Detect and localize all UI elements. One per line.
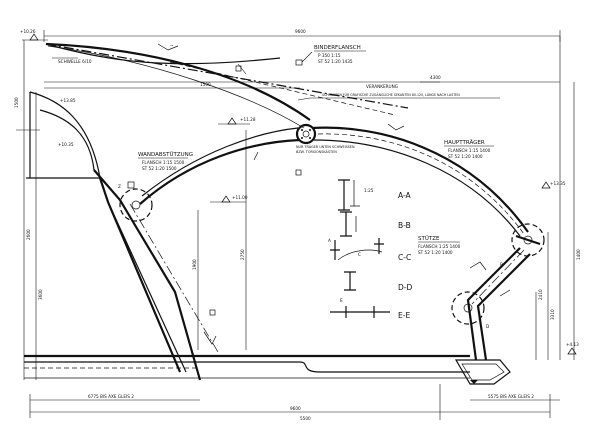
svg-text:Z: Z: [118, 184, 121, 189]
haupt-title: HAUPTTRÄGER: [444, 139, 485, 146]
svg-text:~: ~: [170, 43, 174, 48]
dim-label-1900: 1900: [192, 259, 197, 270]
section-details: A-A 1:25 B-B C-C A C D-D E-E E: [328, 179, 412, 320]
elev-label-top-left: +10.26: [20, 29, 36, 34]
stuetze-line-1: FLANSCH 1:25 1400: [418, 244, 461, 249]
dim-label-1400: 1400: [576, 249, 581, 260]
haupt-line-1: FLANSCH 1:15 1400: [448, 148, 491, 153]
verankerung-markers: VERANKERUNG: [203, 84, 405, 345]
elev-label-left-mid: +13.85: [60, 98, 76, 103]
wandabstuetzung-callout: WANDABSTÜTZUNG FLANSCH 1:15 1500 ST 52 1…: [138, 151, 193, 171]
platform-ground: [24, 354, 511, 385]
binderflansch-title: BINDERFLANSCH: [314, 45, 361, 51]
haupt-line-2: ST 52 1:20 1400: [448, 154, 483, 159]
dim-label-3310: 3310: [550, 309, 555, 320]
right-dimensions: 1400 3310 2410 +13.35 +4.13: [535, 36, 581, 360]
elev-label-center2: +11.00: [232, 195, 248, 200]
elev-label-left-mid2: +10.35: [58, 142, 74, 147]
section-aa-label: A-A: [398, 191, 412, 200]
dim-label-1500b: 1500: [14, 97, 19, 108]
point-a-label: A: [328, 238, 331, 243]
point-c-label: C: [358, 252, 361, 257]
bottom-dim-5500: 5500: [300, 416, 311, 421]
dim-label-4300: 4300: [430, 75, 441, 80]
elev-label-right-top: +13.35: [550, 181, 566, 186]
elevation-top-left: +10.26: [20, 29, 48, 41]
central-node: [295, 123, 317, 145]
point-d-label: D: [486, 324, 489, 329]
dim-label-1500: 1500: [200, 82, 211, 87]
point-e-label: E: [340, 298, 343, 303]
verankerung-label: VERANKERUNG: [366, 84, 398, 89]
main-girder: [139, 126, 529, 237]
mid-note-line-1: NUR TRÄGER UNTEN SCHWEISSEN: [296, 144, 355, 149]
bottom-dimensions: 6775 BIS AXE GLEIS 2 9600 5575 BIS AXE G…: [29, 384, 560, 421]
roof-markers: ~: [157, 43, 247, 75]
mid-note-line-2: BZW. TORSIONSKÄSTEN: [296, 149, 337, 154]
anchorage-note: SCHRAUBEN FÜR GRAFISCHE ZUGÄNGLICHE SEKA…: [297, 92, 500, 101]
wand-title: WANDABSTÜTZUNG: [138, 151, 193, 158]
point-b-label: B: [500, 262, 503, 267]
binderflansch-callout: BINDERFLANSCH P 350 1:15 ST 52 1:20 1435: [295, 45, 366, 66]
dim-label-2410: 2410: [538, 289, 543, 300]
section-dd-label: D-D: [398, 283, 412, 292]
elev-label-center: +11.28: [240, 117, 256, 122]
dim-label-top: 9600: [295, 29, 306, 34]
elev-label-right: +4.13: [566, 342, 579, 347]
left-wall: +13.85 +10.35: [26, 91, 219, 381]
wand-line-1: FLANSCH 1:15 1500: [142, 160, 185, 165]
mid-note: NUR TRÄGER UNTEN SCHWEISSEN BZW. TORSION…: [296, 144, 355, 154]
dim-label-2750: 2750: [240, 249, 245, 260]
dim-label-2600: 2600: [26, 229, 31, 240]
stuetze-title: STÜTZE: [418, 235, 440, 242]
section-bb-label: B-B: [398, 221, 411, 230]
support-column: B D: [466, 247, 531, 361]
section-ee-label: E-E: [398, 311, 410, 320]
binderflansch-line-1: P 350 1:15: [318, 53, 341, 58]
dim-label-3600: 3600: [38, 289, 43, 300]
stuetze-line-2: ST 52 1:20 1400: [418, 250, 453, 255]
binderflansch-line-2: ST 52 1:20 1435: [318, 59, 353, 64]
left-dimensions: 2600 3600 1500: [14, 40, 43, 380]
roof-lower-surface: SCHWELLE 6/10: [45, 43, 281, 65]
bottom-right-note: 5575 BIS AXE GLEIS 2: [488, 394, 534, 399]
section-cc-label: C-C: [398, 253, 411, 262]
roof-upper-chord: [45, 42, 409, 129]
stuetze-callout: STÜTZE FLANSCH 1:25 1400 ST 52 1:20 1400: [418, 235, 461, 255]
left-wall-node: Z: [118, 181, 153, 222]
bottom-left-note: 6775 BIS AXE GLEIS 2: [88, 394, 134, 399]
haupttraeger-callout: HAUPTTRÄGER FLANSCH 1:15 1400 ST 52 1:20…: [444, 139, 494, 159]
schwelle-label: SCHWELLE 6/10: [58, 59, 92, 64]
note-screws: SCHRAUBEN FÜR GRAFISCHE ZUGÄNGLICHE SEKA…: [322, 92, 460, 97]
bottom-center-dim: 9600: [290, 406, 301, 411]
center-elevations: +11.28 +11.00 2750 1900: [192, 117, 256, 350]
svg-text:1:25: 1:25: [364, 188, 374, 193]
top-dimension: 9600: [43, 29, 561, 42]
reference-lines: 4300 1500: [44, 75, 560, 89]
wand-line-2: ST 52 1:20 1500: [142, 166, 177, 171]
